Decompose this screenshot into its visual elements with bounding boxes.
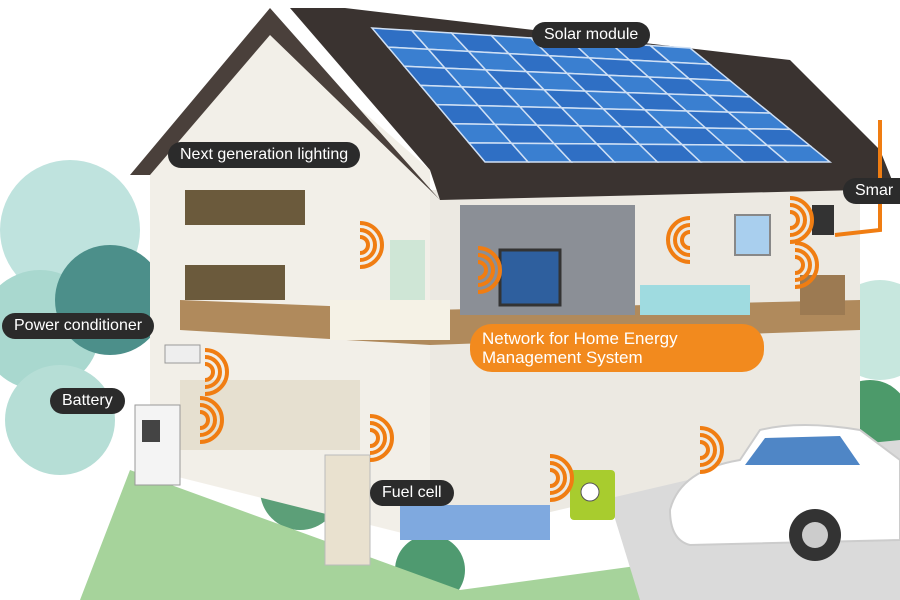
- window: [734, 214, 771, 256]
- power-line: [834, 120, 882, 237]
- wireless-signal-icon: [199, 396, 224, 444]
- label-fuel-cell: Fuel cell: [370, 480, 454, 506]
- label-battery: Battery: [50, 388, 125, 414]
- wireless-signal-icon: [369, 414, 394, 462]
- fence-post: [324, 454, 371, 566]
- roof-left-edge: [130, 8, 440, 200]
- tv: [498, 248, 562, 307]
- smart-meter-unit: [812, 205, 834, 235]
- bed: [640, 285, 750, 315]
- label-power-conditioner: Power conditioner: [2, 313, 155, 339]
- wireless-signal-icon: [477, 246, 502, 294]
- wireless-signal-icon: [204, 348, 229, 396]
- label-solar-module: Solar module: [532, 22, 651, 48]
- bathtub: [400, 505, 550, 540]
- desk: [800, 275, 845, 315]
- wireless-signal-icon: [789, 196, 814, 244]
- solar-panel-cell: [765, 144, 833, 163]
- fridge: [390, 240, 425, 305]
- wireless-signal-icon: [666, 216, 691, 264]
- wireless-signal-icon: [794, 241, 819, 289]
- label-smart-meter: Smar: [843, 178, 900, 204]
- kitchen-cabinets: [185, 190, 305, 225]
- label-lighting: Next generation lighting: [168, 142, 361, 168]
- sofa: [330, 300, 450, 340]
- wireless-signals: [199, 196, 819, 502]
- wireless-signal-icon: [359, 221, 384, 269]
- wireless-signal-icon: [549, 454, 574, 502]
- wireless-signal-icon: [699, 426, 724, 474]
- battery-unit: [134, 404, 181, 486]
- label-hems: Network for Home Energy Management Syste…: [470, 324, 764, 372]
- power-conditioner-unit: [164, 344, 201, 364]
- electric-car: [668, 424, 900, 561]
